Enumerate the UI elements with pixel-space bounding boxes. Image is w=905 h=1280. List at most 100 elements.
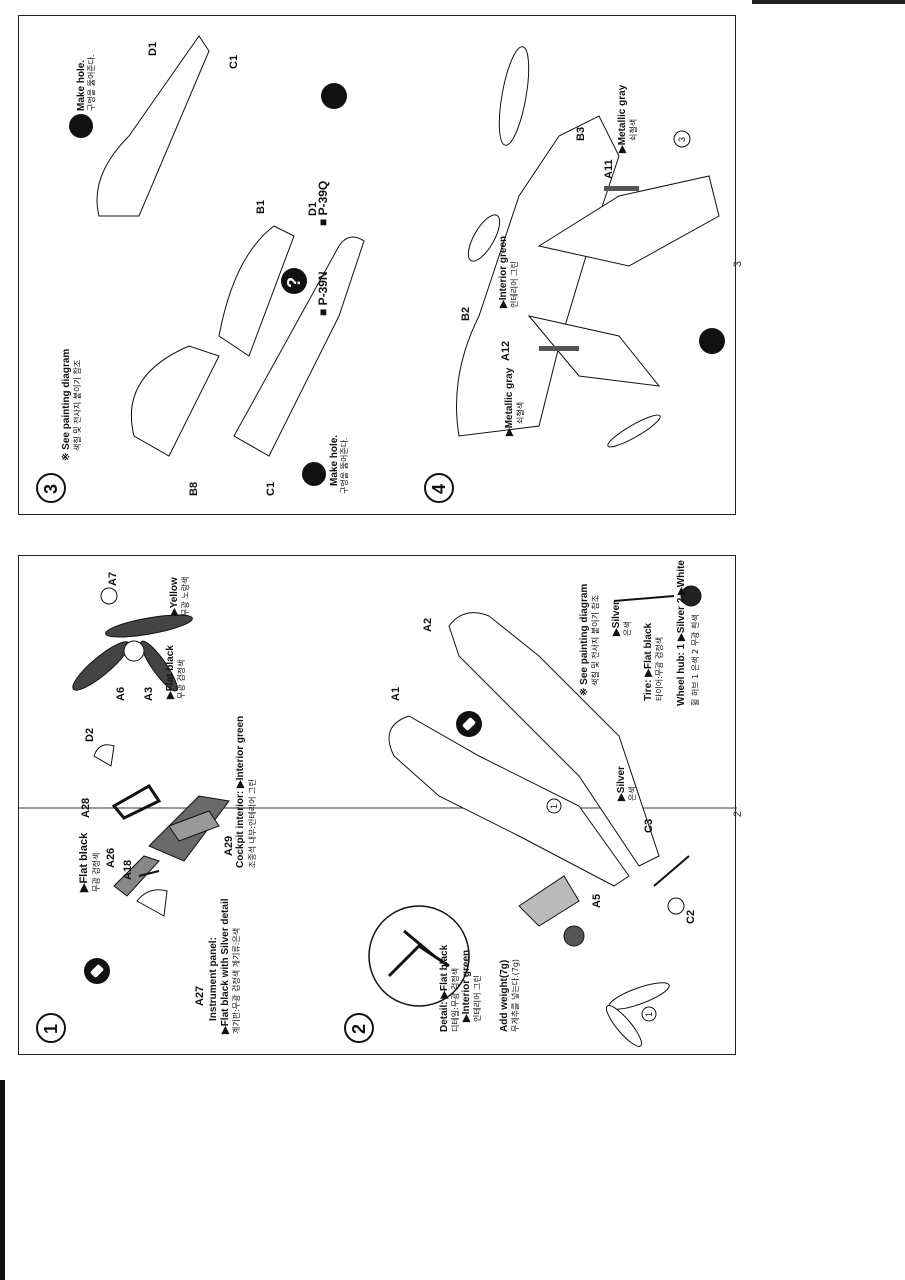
instruction-panel-steps-1-2: 1 ▶Flat black 무광 검정색 A26 A18 A28 D2 A29 …	[18, 555, 737, 1055]
step-4-circle	[424, 473, 454, 503]
reference-circle	[673, 130, 691, 148]
silver-gear-label: ▶Silver	[611, 601, 622, 637]
interior-detail	[518, 875, 580, 927]
see-painting-label: ※ See painting diagram	[61, 349, 72, 461]
part-label-c3: C3	[643, 819, 655, 833]
step-2-number: 2	[349, 1024, 369, 1034]
part-label-c1: C1	[228, 55, 240, 69]
metallic-gray-a11-label: ▶Metallic gray	[617, 84, 628, 154]
nose-gear-strut	[653, 855, 690, 887]
reference-circle-number: 3	[677, 137, 687, 142]
step-3-circle	[36, 473, 66, 503]
yellow-label: ▶Yellow	[169, 577, 180, 617]
make-hole-2-label: Make hole.	[76, 60, 87, 111]
part-label-d2: D2	[84, 728, 96, 742]
part-label-c1: C1	[265, 482, 277, 496]
tire-label: Tire: ▶Flat black	[643, 622, 654, 701]
make-hole-2-ko: 구멍을 뚫어준다.	[86, 54, 96, 111]
edge-bar	[0, 1080, 5, 1280]
reference-circle	[546, 798, 562, 814]
prop-blade	[105, 614, 193, 638]
step-1-circle	[36, 1013, 66, 1043]
part-label-a2: A2	[422, 618, 434, 632]
glue-tube-icon	[462, 717, 476, 731]
gunsight-part	[93, 744, 115, 767]
part-label-a7: A7	[107, 572, 119, 586]
detail-ko: 디테일:무광 검정색	[450, 968, 460, 1032]
stabilizer-b2	[467, 214, 501, 262]
step-1-number: 1	[41, 1024, 61, 1034]
p39q-label: ■ P-39Q	[316, 181, 330, 226]
prop-blade	[607, 414, 661, 448]
stabilizer-b8	[130, 345, 220, 457]
part-label-b8: B8	[188, 482, 200, 496]
fuselage-half-a1	[388, 715, 630, 887]
part-label-b3: B3	[575, 127, 587, 141]
prop-blade	[605, 1005, 643, 1047]
step-2-circle	[344, 1013, 374, 1043]
instruction-panel-steps-3-4: 3 ※ See painting diagram 색칠 및 전사지 붙이기 참조…	[18, 15, 736, 515]
part-label-d1: D1	[147, 42, 159, 56]
part-label-c2: C2	[685, 910, 697, 924]
part-label-a5: A5	[591, 894, 603, 908]
main-gear-strut	[613, 595, 675, 602]
armor-frame-part	[111, 784, 162, 820]
fuselage-lower-c1	[233, 236, 365, 457]
make-hole-1-ko: 구멍을 뚫어준다.	[339, 437, 349, 494]
stabilizer-b3	[498, 46, 530, 146]
interior-green-label: ▶Interior green	[498, 236, 509, 309]
cockpit-interior-label: Cockpit interior: ▶Interior green	[235, 716, 246, 868]
cockpit-interior-ko: 조종석 내부:인테리어 그린	[247, 779, 257, 868]
instrument-panel-ko: 계기판:무광 검정색 계기류:은색	[231, 928, 241, 1034]
glue-tube-icon	[90, 964, 104, 978]
spinner-part	[123, 640, 145, 662]
step-4: 4 3 B2 B3 A11 A12 ▶Interior green 인테리어 그…	[424, 46, 725, 503]
question-badge	[281, 268, 307, 294]
seat-back-part	[113, 855, 160, 897]
detail-label: Detail: ▶Flat black	[439, 944, 450, 1032]
step-2: 2 A1 A2 A5 C3 C2 1 1 Detail: ▶Flat black…	[344, 560, 702, 1047]
flat-black-a26-label: ▶Flat black	[78, 832, 90, 893]
interior-green-label: ▶Interior green	[461, 950, 472, 1023]
p39n-label: ■ P-39N	[316, 271, 330, 316]
part-label-a29: A29	[223, 836, 235, 856]
part-label-a3: A3	[143, 687, 155, 701]
silver-c3-ko: 은색	[627, 786, 637, 801]
corner-bar	[752, 0, 905, 4]
step-4-number: 4	[429, 484, 449, 494]
seat-part	[168, 810, 220, 842]
see-painting-ko: 색칠 및 전사지 붙이기 참조	[72, 360, 82, 451]
step-3-number: 3	[41, 484, 61, 494]
reference-circle-number: 1	[644, 1012, 654, 1017]
reference-circle	[641, 1006, 657, 1022]
detail-magnifier	[368, 905, 470, 1007]
nose-wheel	[667, 897, 685, 915]
page-number-left: 2	[732, 810, 745, 818]
control-stick-part	[138, 870, 160, 877]
part-label-a27: A27	[194, 986, 206, 1006]
drill-icon	[69, 114, 93, 138]
see-painting-label: ※ See painting diagram	[579, 584, 590, 696]
metallic-gray-a11-ko: 쇠철색	[628, 119, 638, 141]
part-label-a6: A6	[115, 687, 127, 701]
flat-black-prop-label: ▶Flat black	[165, 645, 176, 700]
part-label-b1: B1	[255, 200, 267, 214]
drill-icon	[302, 462, 326, 486]
metallic-gray-a12-label: ▶Metallic gray	[504, 367, 515, 437]
interior-green-ko: 인테리어 그린	[472, 975, 482, 1022]
question-mark: ?	[284, 277, 304, 288]
panel-left-artwork: 1 ▶Flat black 무광 검정색 A26 A18 A28 D2 A29 …	[19, 560, 737, 1047]
fuselage-half-a2	[448, 612, 660, 867]
part-label-a12: A12	[500, 341, 512, 361]
wheel-hub-ko: 휠 허브 1 은색 2 무광 흰색	[690, 614, 700, 706]
interior-green-ko: 인테리어 그린	[509, 261, 519, 308]
aircraft-fuselage	[456, 115, 620, 437]
see-painting-ko: 색칠 및 전사지 붙이기 참조	[590, 595, 600, 686]
reference-circle-number: 1	[549, 804, 559, 809]
wing-p39q-c1	[96, 35, 210, 217]
make-hole-1-label: Make hole.	[329, 435, 340, 486]
step-3: 3 ※ See painting diagram 색칠 및 전사지 붙이기 참조…	[36, 35, 365, 503]
stabilizer-b1	[218, 225, 295, 357]
instrument-panel-label: Instrument panel:	[208, 937, 219, 1021]
nose-weight	[563, 925, 585, 947]
